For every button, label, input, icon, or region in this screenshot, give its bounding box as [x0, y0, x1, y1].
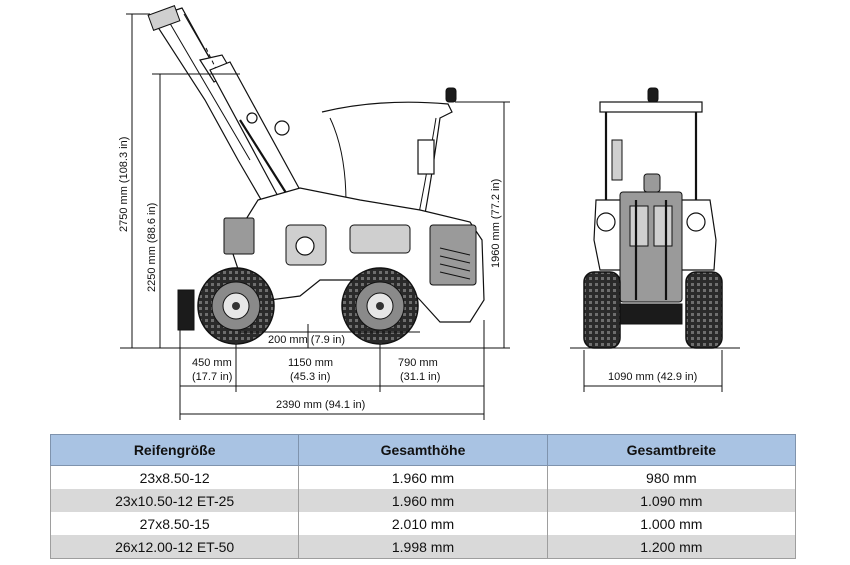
header-total-height: Gesamthöhe	[298, 434, 548, 466]
table-row: 23x10.50-12 ET-25 1.960 mm 1.090 mm	[49, 489, 797, 512]
rops-cab-frame	[321, 87, 457, 241]
table-row: 27x8.50-15 2.010 mm 1.000 mm	[49, 512, 797, 535]
front-overhang-in: (17.7 in)	[192, 371, 232, 383]
height-cell: 1.998 mm	[298, 535, 548, 559]
width-cell: 1.000 mm	[546, 512, 797, 535]
tire-spec-table: Reifengröße Gesamthöhe Gesamtbreite 23x8…	[49, 434, 797, 559]
front-wheel	[197, 267, 275, 345]
cab-height-label: 1960 mm (77.2 in)	[490, 179, 502, 268]
rear-overhang-mm: 790 mm	[398, 357, 438, 369]
header-total-width: Gesamtbreite	[546, 434, 797, 466]
table-header-row: Reifengröße Gesamthöhe Gesamtbreite	[49, 434, 797, 466]
width-cell: 1.200 mm	[546, 535, 797, 559]
front-right-tire	[685, 271, 723, 349]
width-cell: 980 mm	[546, 465, 797, 489]
front-left-tire	[583, 271, 621, 349]
tire-size-cell: 26x12.00-12 ET-50	[49, 535, 300, 559]
ground-clearance-label: 200 mm (7.9 in)	[268, 334, 345, 346]
lift-arm	[147, 5, 301, 216]
attachment-plate	[177, 289, 195, 331]
loader-dimension-drawing: 2750 mm (108.3 in) 2250 mm (88.6 in) 196…	[118, 5, 740, 420]
header-tire-size: Reifengröße	[49, 434, 300, 466]
front-body	[593, 173, 717, 325]
tire-size-cell: 27x8.50-15	[49, 512, 300, 535]
raised-height-label: 2250 mm (88.6 in)	[146, 203, 158, 292]
tire-size-cell: 23x10.50-12 ET-25	[49, 489, 300, 512]
table-row: 23x8.50-12 1.960 mm 980 mm	[49, 465, 797, 489]
wheelbase-in: (45.3 in)	[290, 371, 330, 383]
height-cell: 2.010 mm	[298, 512, 548, 535]
total-height-label: 2750 mm (108.3 in)	[118, 137, 130, 232]
wheelbase-mm: 1150 mm	[288, 357, 333, 369]
height-cell: 1.960 mm	[298, 489, 548, 512]
radiator-grille	[439, 247, 471, 280]
front-overhang-mm: 450 mm	[192, 357, 232, 369]
table-row: 26x12.00-12 ET-50 1.998 mm 1.200 mm	[49, 535, 797, 559]
height-cell: 1.960 mm	[298, 465, 548, 489]
chassis-body	[223, 187, 485, 323]
rear-overhang-in: (31.1 in)	[400, 371, 440, 383]
front-view-loader	[583, 87, 723, 349]
width-cell: 1.090 mm	[546, 489, 797, 512]
dimension-lines	[120, 13, 740, 420]
tire-size-cell: 23x8.50-12	[49, 465, 300, 489]
total-width-label: 1090 mm (42.9 in)	[608, 371, 697, 383]
rear-wheel	[341, 267, 419, 345]
total-length-label: 2390 mm (94.1 in)	[276, 399, 365, 411]
side-view-loader	[147, 5, 485, 345]
